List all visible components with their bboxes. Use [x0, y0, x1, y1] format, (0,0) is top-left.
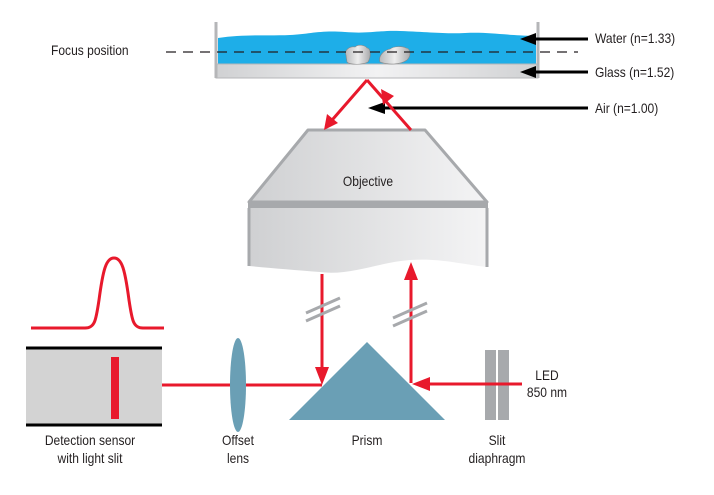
- glass-pointer-arrowhead: [520, 66, 536, 78]
- objective-body: [249, 208, 487, 273]
- led-label-line1: LED: [535, 367, 559, 383]
- cell-2: [379, 46, 411, 65]
- prism-label: Prism: [351, 432, 383, 448]
- beam-arrowhead-up-right: [381, 89, 394, 105]
- focus-position-label: Focus position: [51, 42, 129, 58]
- beam-arrowhead-left-prism: [412, 377, 430, 391]
- prism: [289, 342, 445, 420]
- water-pointer-arrowhead: [520, 33, 536, 45]
- beam-top: [324, 79, 413, 131]
- beam-vertical: [320, 272, 413, 383]
- beam-arrowhead-down-left: [324, 114, 338, 130]
- break-marks: [305, 296, 428, 328]
- led-label-line2: 850 nm: [526, 384, 568, 400]
- water-label: Water (n=1.33): [595, 30, 676, 46]
- cell-1: [345, 44, 371, 65]
- sample-dish: [166, 22, 578, 79]
- air-label: Air (n=1.00): [595, 100, 659, 116]
- water-layer: [218, 30, 536, 65]
- sensor-label-line2: with light slit: [57, 450, 123, 466]
- objective-label: Objective: [342, 173, 394, 189]
- slit-label-line2: diaphragm: [468, 450, 526, 466]
- beam-arrowhead-up: [404, 262, 418, 280]
- lens-label-line1: Offset: [222, 432, 254, 448]
- index-pointers: [368, 33, 588, 114]
- objective-band: [248, 201, 488, 208]
- objective-top: [247, 128, 489, 204]
- lens-label-line2: lens: [226, 450, 250, 466]
- sensor-label-line1: Detection sensor: [44, 432, 136, 448]
- offset-lens: [230, 338, 246, 432]
- signal-peak-curve: [31, 256, 164, 330]
- light-slit: [111, 357, 119, 419]
- slit-label-line1: Slit: [488, 432, 506, 448]
- objective: [247, 128, 489, 273]
- glass-layer: [215, 63, 539, 79]
- glass-label: Glass (n=1.52): [595, 64, 675, 80]
- air-pointer-arrowhead: [368, 102, 385, 114]
- detection-sensor: [26, 346, 162, 427]
- beam-arrowhead-down: [315, 367, 329, 385]
